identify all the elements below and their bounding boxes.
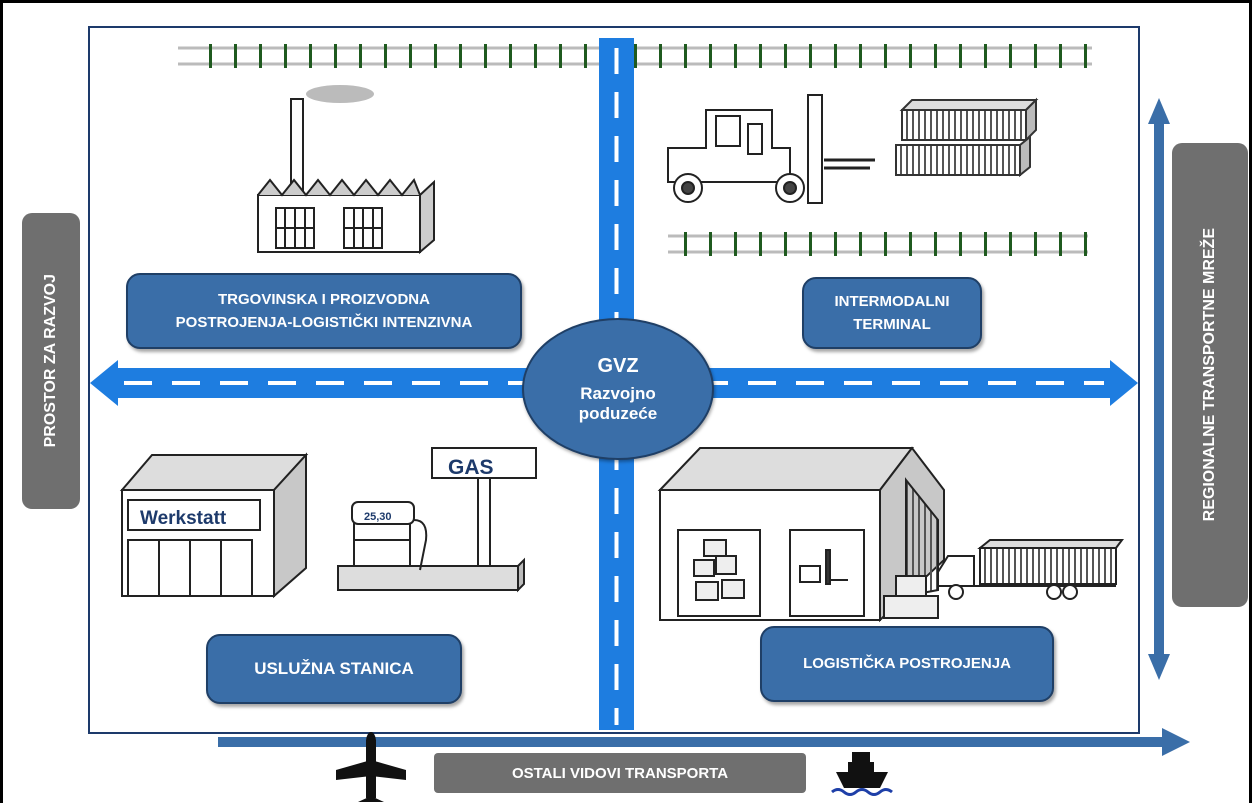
other-transport-label: OSTALI VIDOVI TRANSPORTA bbox=[434, 753, 806, 793]
intermodal-terminal-box: INTERMODALNI TERMINAL bbox=[802, 277, 982, 349]
workshop-sign: Werkstatt bbox=[140, 508, 227, 529]
railway-track-icon bbox=[668, 232, 1088, 256]
railway-track-icon bbox=[178, 44, 1092, 68]
regional-networks-label-container: REGIONALNE TRANSPORTNE MREŽE bbox=[1172, 143, 1248, 607]
hub-subtitle-line1: Razvojno bbox=[580, 383, 656, 403]
regional-networks-label: REGIONALNE TRANSPORTNE MREŽE bbox=[1201, 228, 1218, 522]
gas-sign: GAS bbox=[448, 456, 494, 479]
development-space-label: PROSTOR ZA RAZVOJ bbox=[42, 274, 59, 448]
diagram-panel bbox=[88, 26, 1140, 734]
production-facilities-box: TRGOVINSKA I PROIZVODNA POSTROJENJA-LOGI… bbox=[126, 273, 522, 349]
airplane-icon bbox=[336, 732, 406, 802]
hub-subtitle-line2: poduzeće bbox=[578, 403, 658, 423]
forklift-icon bbox=[667, 94, 875, 204]
pump-display: 25,30 bbox=[364, 511, 392, 523]
warehouse-icon bbox=[657, 446, 945, 623]
container-stack-icon bbox=[895, 97, 1039, 178]
factory-icon bbox=[257, 85, 435, 255]
development-space-label-container: PROSTOR ZA RAZVOJ bbox=[22, 213, 80, 509]
regional-network-arrow bbox=[1148, 98, 1170, 680]
hub-title: GVZ bbox=[597, 354, 639, 377]
service-station-box: USLUŽNA STANICA bbox=[206, 634, 462, 704]
logistics-facilities-box: LOGISTIČKA POSTROJENJA bbox=[760, 626, 1054, 702]
truck-icon bbox=[937, 539, 1124, 600]
gas-station-icon bbox=[337, 447, 537, 593]
ship-icon bbox=[831, 752, 893, 796]
gvz-hub: GVZ Razvojno poduzeće bbox=[522, 318, 714, 460]
other-transport-arrow bbox=[218, 728, 1190, 756]
workshop-icon bbox=[119, 452, 309, 599]
